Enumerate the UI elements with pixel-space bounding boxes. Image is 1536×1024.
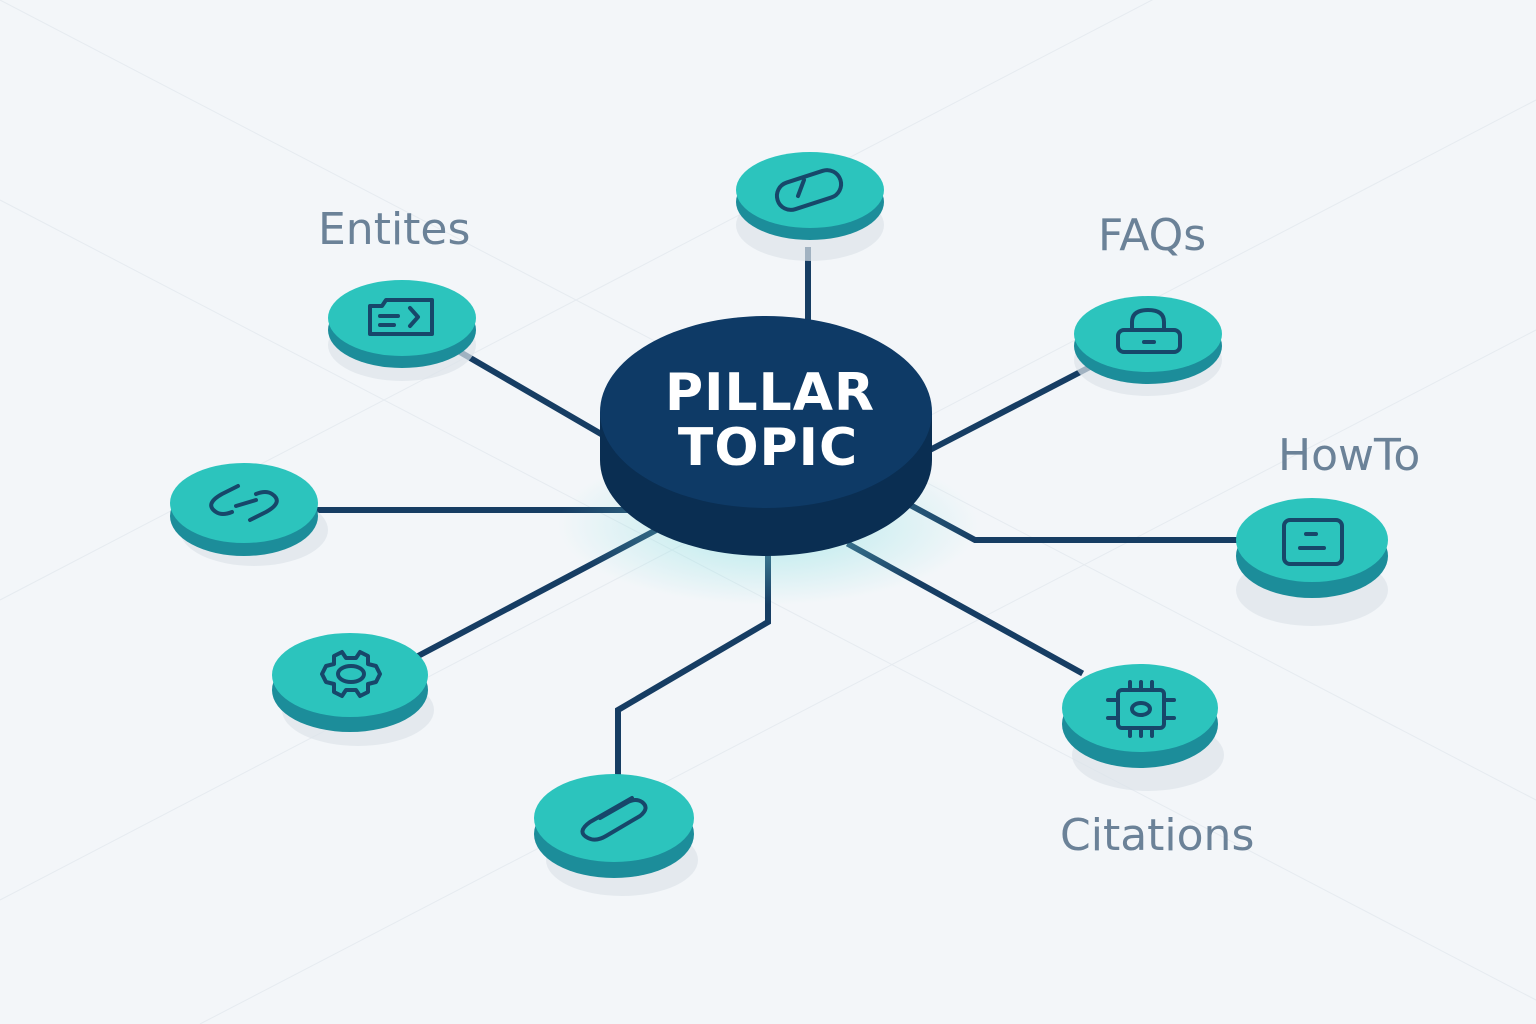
hub-title-line1: PILLAR [665, 363, 875, 423]
document-icon [1282, 518, 1344, 566]
connector-faqs [921, 363, 1093, 457]
gear-node[interactable] [272, 633, 434, 746]
folder-code-icon [368, 298, 434, 336]
pill-icon [774, 168, 844, 212]
label-entities: Entites [318, 204, 470, 255]
lock-icon [1116, 308, 1182, 354]
label-faqs: FAQs [1098, 210, 1206, 261]
hub-top [600, 316, 932, 508]
label-howto: HowTo [1278, 430, 1420, 481]
top-node[interactable] [736, 152, 884, 261]
link-icon [209, 484, 279, 522]
citations-node[interactable] [1062, 664, 1224, 791]
howto-node[interactable] [1236, 498, 1388, 626]
left-node[interactable] [170, 463, 328, 566]
label-citations: Citations [1060, 810, 1254, 861]
connector-entities [455, 347, 613, 443]
chip-icon [1106, 680, 1176, 738]
bottom-node[interactable] [534, 774, 698, 896]
pillar-topic-hub: PILLAR TOPIC [558, 316, 978, 605]
entities-node[interactable] [328, 280, 476, 381]
hub-title-line2: TOPIC [678, 418, 858, 478]
paperclip-icon [580, 796, 648, 842]
gear-icon [320, 650, 382, 698]
faqs-node[interactable] [1074, 296, 1222, 396]
